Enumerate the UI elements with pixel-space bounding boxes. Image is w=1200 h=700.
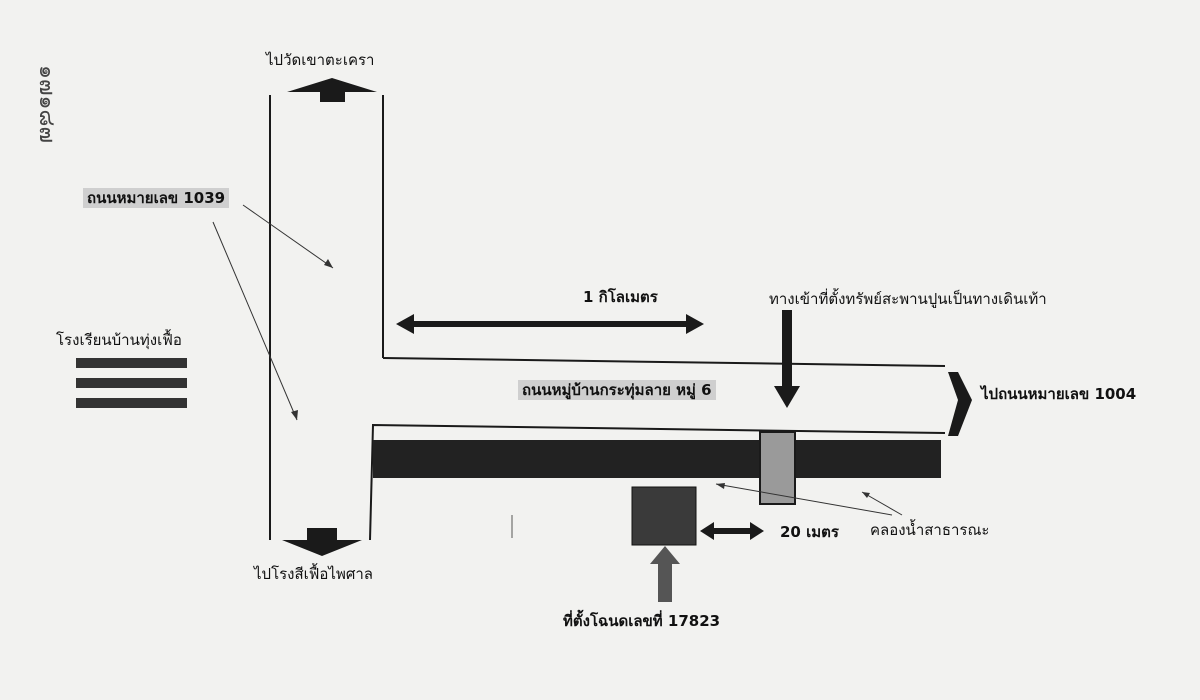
deed-arrowhead [650, 546, 680, 564]
label-deed-location: ที่ตั้งโฉนดเลขที่ 17823 [563, 612, 721, 630]
label-entrance: ทางเข้าที่ตั้งทรัพย์สะพานปูนเป็นทางเดินเ… [769, 290, 1047, 308]
label-canal: คลองน้ำสาธารณะ [870, 521, 990, 539]
label-distance-20m: 20 เมตร [780, 523, 839, 541]
canal-leader-arrowhead-a [862, 492, 870, 498]
deed-arrow-shaft [658, 562, 672, 602]
label-highway-1039: ถนนหมายเลข 1039 [83, 188, 230, 208]
label-to-temple: ไปวัดเขาตะเครา [266, 51, 375, 69]
village-road-top-edge [382, 357, 946, 367]
label-distance-1km: 1 กิโลเมตร [583, 288, 658, 306]
arrow-right-to-highway-1004 [948, 372, 972, 436]
distance-1km-arrowhead-left [396, 314, 414, 334]
leader-line-1039-b [212, 221, 298, 421]
canal-leader-line-a [861, 491, 903, 516]
leader-arrowhead-1039-b [291, 410, 298, 420]
entrance-arrowhead [774, 386, 800, 408]
school-bar-2 [76, 378, 187, 388]
arrow-up-to-temple [287, 78, 377, 102]
label-school: โรงเรียนบ้านทุ่งเฟื้อ [56, 331, 182, 349]
handwritten-number-note: ๑๗๑๘๗ [34, 65, 59, 143]
distance-1km-arrowhead-right [686, 314, 704, 334]
canal-leader-arrowhead-b [716, 483, 725, 489]
entrance-arrow-shaft [782, 310, 792, 388]
arrow-down-to-mill [282, 528, 362, 556]
leader-arrowhead-1039-a [324, 259, 333, 268]
cement-bridge [759, 431, 796, 505]
leader-line-1039-a [242, 204, 334, 269]
label-to-highway-1004: ไปถนนหมายเลข 1004 [981, 385, 1137, 403]
label-to-mill: ไปโรงสีเฟื้อไพศาล [254, 565, 373, 583]
distance-20m-arrowhead-left [700, 522, 714, 540]
canal-leader-line-b [715, 483, 893, 516]
village-road-bottom-edge [369, 423, 946, 541]
school-bar-1 [76, 358, 187, 368]
label-village-road: ถนนหมู่บ้านกระทุ่มลาย หมู่ 6 [518, 380, 716, 400]
school-bar-3 [76, 398, 187, 408]
public-canal [373, 440, 941, 478]
land-plot [631, 486, 697, 546]
distance-20m-arrowhead-right [750, 522, 764, 540]
